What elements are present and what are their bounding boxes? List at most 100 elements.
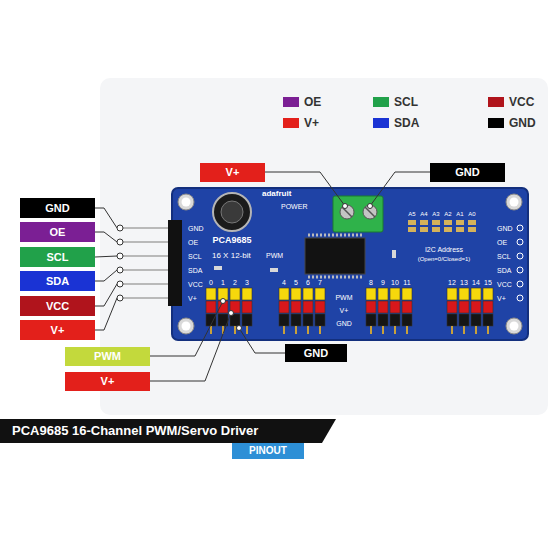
leader-line — [370, 172, 430, 206]
signal-pin — [366, 288, 376, 300]
pin-name: PWM — [94, 351, 121, 362]
signal-pin — [378, 288, 388, 300]
leader-line — [95, 284, 117, 306]
address-pin: A2 — [444, 211, 451, 217]
channel-number: 13 — [460, 279, 468, 286]
mounting-hole — [182, 198, 191, 207]
ground-pin — [378, 314, 388, 326]
legend-swatch — [283, 118, 299, 128]
callout-box: SDA — [20, 271, 95, 291]
power-pin — [471, 301, 481, 313]
callout-box: PWM — [65, 347, 150, 366]
ground-pin — [366, 314, 376, 326]
mounting-hole — [178, 318, 194, 334]
pca9685-chip — [305, 238, 365, 274]
pin-markers — [117, 204, 373, 331]
smd-part — [214, 266, 222, 270]
channel-number: 5 — [294, 279, 298, 286]
pin-name: GND — [455, 167, 479, 178]
pin-name: GND — [188, 225, 204, 232]
pin-name: OE — [50, 227, 66, 238]
board-label: (Open=0/Closed=1) — [418, 256, 471, 262]
signal-pin — [447, 288, 457, 300]
address-pin: A1 — [456, 211, 463, 217]
chip-pins — [308, 234, 362, 237]
pin-name: V+ — [226, 167, 240, 178]
channel-number: 14 — [472, 279, 480, 286]
callout-box: GND — [20, 198, 95, 218]
pin-name: SCL — [497, 253, 511, 260]
pin-marker — [117, 267, 123, 273]
power-label: POWER — [281, 203, 307, 210]
legend-text: GND — [509, 117, 536, 129]
leader-line — [95, 256, 117, 257]
header-hole — [517, 267, 523, 273]
callout-box: V+ — [200, 163, 265, 182]
legend-text: SDA — [394, 117, 419, 129]
header-hole — [517, 239, 523, 245]
pin-marker — [229, 311, 234, 316]
ground-pin — [483, 314, 493, 326]
background-panel — [100, 78, 548, 415]
pin-tip — [319, 326, 321, 334]
ground-pin — [242, 314, 252, 326]
signal-pin — [315, 288, 325, 300]
leader-line — [150, 301, 223, 356]
signal-pin — [242, 288, 252, 300]
chip-name: PCA9685 — [212, 236, 251, 245]
capacitor — [213, 193, 251, 231]
signal-pin — [390, 288, 400, 300]
header-pin — [122, 269, 168, 271]
channel-number: 1 — [221, 279, 225, 286]
ground-pin — [303, 314, 313, 326]
power-pin — [279, 301, 289, 313]
pin-name: OE — [497, 239, 507, 246]
pin-name: VCC — [188, 281, 203, 288]
row-label: V+ — [340, 307, 349, 314]
address-jumper — [456, 220, 464, 225]
address-pin: A5 — [408, 211, 415, 217]
pin-name: V+ — [497, 295, 506, 302]
power-pin — [402, 301, 412, 313]
pinout-tag-text: PINOUT — [249, 446, 287, 456]
legend-swatch — [488, 97, 504, 107]
channel-number: 9 — [381, 279, 385, 286]
pin-name: VCC — [497, 281, 512, 288]
power-pin — [447, 301, 457, 313]
address-jumper — [444, 220, 452, 225]
callout-box: V+ — [65, 372, 150, 391]
mounting-hole — [178, 194, 194, 210]
pinout-tag — [232, 443, 304, 459]
ground-pin — [402, 314, 412, 326]
legend-text: VCC — [509, 96, 534, 108]
pin-name: V+ — [188, 295, 197, 302]
header-pin — [122, 255, 168, 257]
pin-name: V+ — [51, 325, 65, 336]
row-label: PWM — [335, 294, 352, 301]
channel-number: 10 — [391, 279, 399, 286]
pin-tip — [451, 326, 453, 334]
mounting-hole — [510, 198, 519, 207]
leader-line — [95, 208, 117, 228]
legend-text: V+ — [304, 117, 319, 129]
leader-line — [95, 232, 117, 242]
leader-line — [265, 172, 345, 206]
smd-part — [392, 250, 396, 258]
channel-number: 12 — [448, 279, 456, 286]
pin-name: SDA — [46, 276, 69, 287]
leader-line — [95, 270, 117, 281]
callout-box: VCC — [20, 296, 95, 316]
address-pin: A3 — [432, 211, 439, 217]
board-label: I2C Address — [425, 246, 463, 253]
title: PCA9685 16-Channel PWM/Servo Driver — [12, 424, 258, 437]
address-jumper — [468, 227, 476, 232]
mounting-hole — [506, 318, 522, 334]
pin-tip — [370, 326, 372, 334]
pin-name: GND — [304, 348, 328, 359]
leader-line — [95, 298, 117, 330]
pin-marker — [117, 225, 123, 231]
ground-pin — [447, 314, 457, 326]
row-label: GND — [336, 320, 352, 327]
pin-name: V+ — [101, 376, 115, 387]
